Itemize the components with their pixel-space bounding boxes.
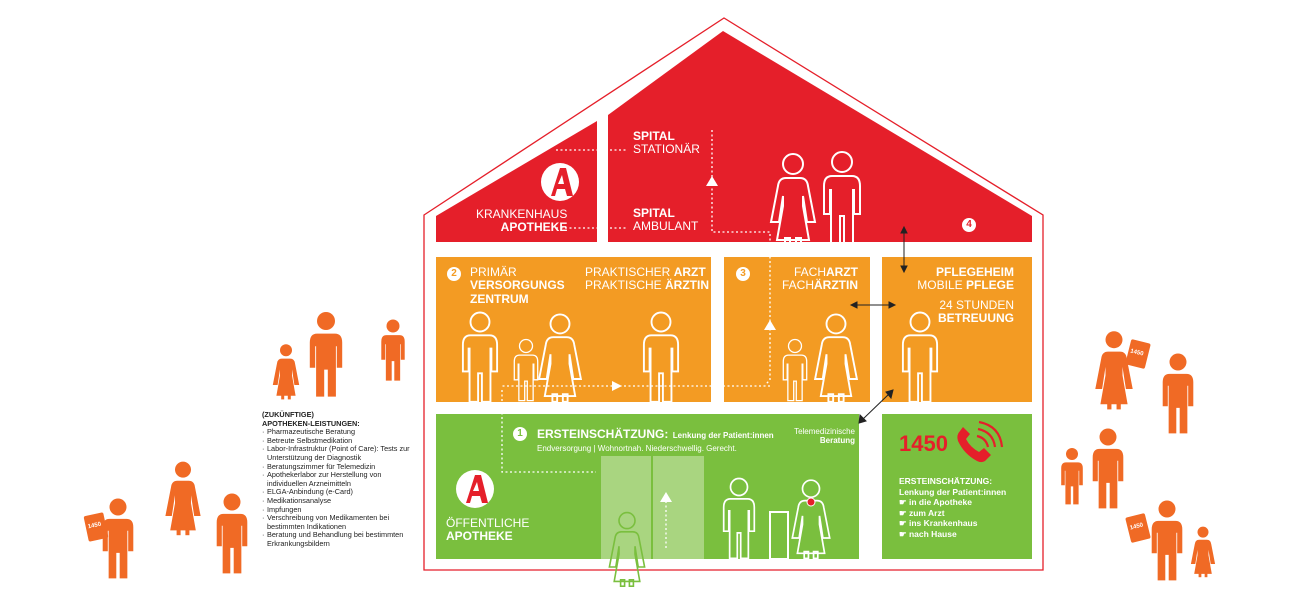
list-item: Beratungszimmer für Telemedizin — [262, 462, 412, 472]
ersteinschaetzung-title: ERSTEINSCHÄTZUNG: — [537, 427, 669, 441]
list-item: Labor-Infrastruktur (Point of Care): Tes… — [262, 445, 412, 462]
hotline-number: 1450 — [899, 431, 948, 456]
fachaerztin-pre: FACH — [781, 278, 814, 293]
facharzt-bold: ARZT — [826, 265, 858, 279]
spital-ambulant-normal: AMBULANT — [633, 219, 699, 234]
primaer-line3: ZENTRUM — [470, 291, 529, 306]
aerztin-bold: ÄRZTIN — [665, 278, 710, 293]
badge-4: 4 — [962, 218, 976, 232]
oeffentliche-line2: APOTHEKE — [446, 529, 513, 544]
hotline-title1: ERSTEINSCHÄTZUNG: — [899, 476, 993, 486]
ersteinschaetzung-label: ERSTEINSCHÄTZUNG: Lenkung der Patient:in… — [537, 425, 774, 454]
arzt-pre: PRAKTISCHER — [585, 265, 674, 279]
ersteinschaetzung-title-rest: Lenkung der Patient:innen — [672, 431, 774, 440]
list-item: Betreute Selbstmedikation — [262, 436, 412, 446]
hotline-item: ☛ zum Arzt — [899, 507, 945, 518]
krankenhaus-line1: KRANKENHAUS — [476, 207, 568, 221]
apotheke-a-logo-icon — [541, 163, 579, 201]
phone-icon — [83, 339, 1151, 543]
krankenhaus-line2: APOTHEKE — [500, 220, 568, 235]
leistungen-title1: (ZUKÜNFTIGE) — [262, 410, 314, 419]
badge-1: 1 — [513, 427, 527, 441]
primaer-line2: VERSORGUNGS — [470, 278, 565, 293]
arzt-bold: ARZT — [673, 265, 706, 279]
hotline-item-text: ins Krankenhaus — [908, 518, 978, 528]
spital-stationaer-bold: SPITAL — [633, 129, 675, 143]
leistungen-title2: APOTHEKEN-LEISTUNGEN: — [262, 418, 360, 428]
tele-line1: Telemedizinische — [794, 427, 855, 436]
pflege-line2-bold: PFLEGE — [965, 278, 1014, 293]
hotline-item: ☛ in die Apotheke — [899, 497, 972, 507]
spital-ambulant-bold: SPITAL — [633, 206, 675, 220]
primaer-line1: PRIMÄR — [470, 265, 517, 279]
phone-icon — [957, 427, 991, 463]
praktischer-arzt-label: PRAKTISCHER ARZT PRAKTISCHE ÄRZTIN — [585, 265, 709, 293]
pflege-line2-pre: MOBILE — [917, 278, 966, 293]
pflege-line4: BETREUUNG — [937, 311, 1014, 326]
hotline-item-text: in die Apotheke — [908, 497, 972, 507]
hotline-title2: Lenkung der Patient:innen — [899, 486, 1007, 497]
list-item: Pharmazeutische Beratung — [262, 428, 412, 437]
oeffentliche-line1: ÖFFENTLICHE — [446, 516, 530, 530]
list-item: Beratung und Behandlung bei bestimmten E… — [262, 530, 412, 548]
pflege-line1: PFLEGEHEIM — [935, 265, 1014, 279]
list-item: Apothekerlabor zur Herstellung von indiv… — [262, 470, 412, 488]
hotline-item-text: zum Arzt — [908, 507, 945, 518]
spital-ambulant-label: SPITAL AMBULANT — [633, 206, 699, 234]
tele-line2: Beratung — [819, 435, 855, 445]
hotline-info: ERSTEINSCHÄTZUNG: Lenkung der Patient:in… — [899, 476, 1006, 539]
pflege-line3: 24 STUNDEN — [939, 297, 1014, 312]
spital-stationaer-label: SPITAL STATIONÄR — [633, 129, 700, 157]
aerztin-pre: PRAKTISCHE — [585, 278, 666, 293]
hotline-item-text: nach Hause — [908, 528, 957, 539]
list-item: Medikationsanalyse — [262, 496, 412, 506]
list-item: ELGA-Anbindung (e-Card) — [262, 488, 412, 497]
telemedizin-label: Telemedizinische Beratung — [770, 427, 855, 446]
ersteinschaetzung-sub: Endversorgung | Wohnortnah. Niederschwel… — [537, 443, 737, 453]
badge-3: 3 — [736, 267, 750, 281]
apotheke-a-logo-icon — [456, 470, 494, 508]
hotline-item: ☛ nach Hause — [899, 528, 957, 539]
oeffentliche-apotheke-label: ÖFFENTLICHE APOTHEKE — [446, 516, 530, 544]
list-item: Impfungen — [262, 505, 412, 515]
pflege-label: PFLEGEHEIM MOBILE PFLEGE 24 STUNDEN BETR… — [900, 265, 1014, 326]
fachaerztin-bold: ÄRZTIN — [814, 278, 858, 293]
spital-stationaer-normal: STATIONÄR — [633, 142, 700, 157]
facharzt-label: FACHARZT FACHÄRZTIN — [770, 265, 858, 293]
apotheken-leistungen-list: (ZUKÜNFTIGE) APOTHEKEN-LEISTUNGEN: Pharm… — [262, 410, 412, 549]
badge-2: 2 — [447, 267, 461, 281]
facharzt-pre: FACH — [793, 265, 826, 279]
list-item: Verschreibung von Medikamenten bei besti… — [262, 513, 412, 531]
hotline-item: ☛ ins Krankenhaus — [899, 518, 978, 528]
primaer-label: PRIMÄR VERSORGUNGS ZENTRUM — [470, 265, 565, 306]
krankenhaus-apotheke-label: KRANKENHAUS APOTHEKE — [476, 207, 568, 235]
